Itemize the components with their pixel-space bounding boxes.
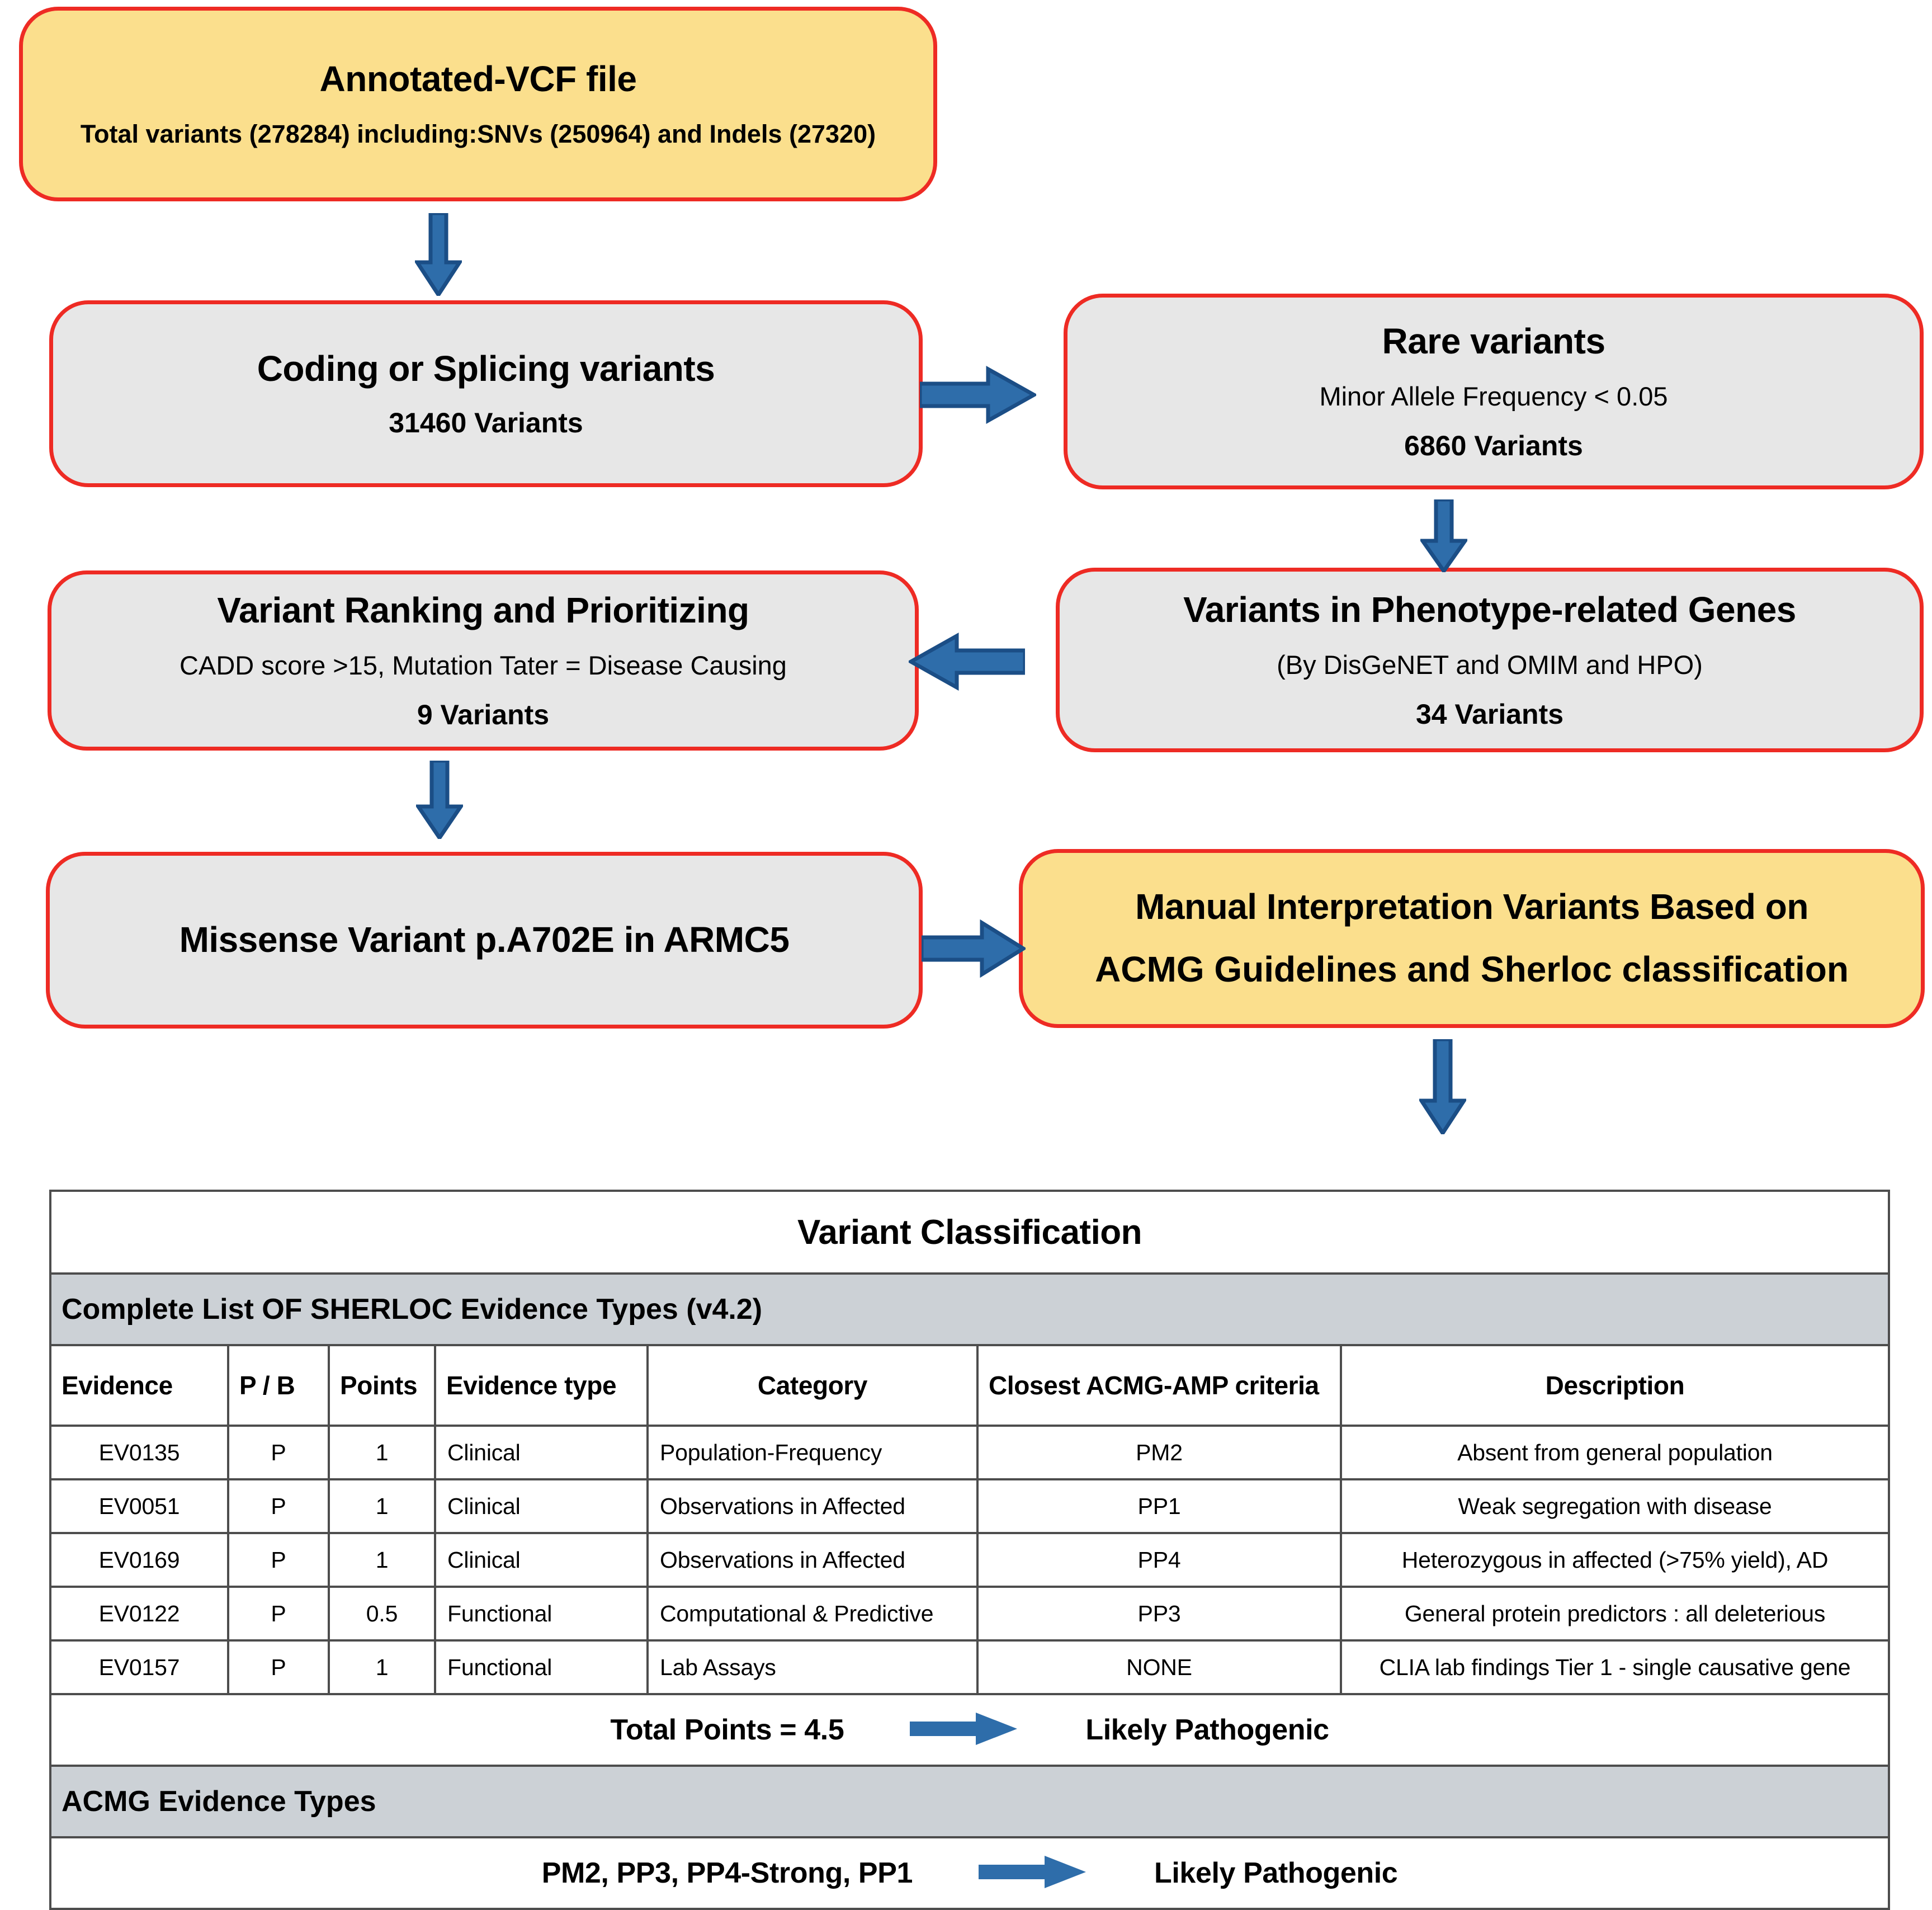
cell-pb: P bbox=[227, 1425, 330, 1480]
arrow-down-icon bbox=[1420, 499, 1467, 572]
column-header-points: Points bbox=[328, 1344, 436, 1427]
cell-description: General protein predictors : all deleter… bbox=[1339, 1586, 1891, 1642]
arrow-down-icon bbox=[416, 761, 463, 839]
sherloc-band-row: Complete List OF SHERLOC Evidence Types … bbox=[49, 1272, 1891, 1346]
node-manual-interpretation: Manual Interpretation Variants Based on … bbox=[1019, 849, 1925, 1028]
cell-points: 1 bbox=[328, 1425, 436, 1480]
cell-evidence-type: Clinical bbox=[434, 1425, 649, 1480]
cell-evidence-type: Clinical bbox=[434, 1532, 649, 1588]
table-header-row: Evidence P / B Points Evidence type Cate… bbox=[49, 1344, 1891, 1427]
cell-points: 1 bbox=[328, 1478, 436, 1534]
node-rare-variants: Rare variants Minor Allele Frequency < 0… bbox=[1064, 294, 1924, 489]
node-variant-ranking: Variant Ranking and Prioritizing CADD sc… bbox=[48, 570, 919, 751]
column-header-evidence: Evidence bbox=[49, 1344, 229, 1427]
node-subtitle: Minor Allele Frequency < 0.05 bbox=[1319, 381, 1668, 412]
column-header-category: Category bbox=[646, 1344, 979, 1427]
total-points-label: Total Points = 4.5 bbox=[610, 1714, 844, 1746]
cell-category: Observations in Affected bbox=[646, 1532, 979, 1588]
cell-evidence: EV0051 bbox=[49, 1478, 229, 1534]
node-subtitle: (By DisGeNET and OMIM and HPO) bbox=[1277, 650, 1703, 680]
node-title: Coding or Splicing variants bbox=[257, 348, 715, 389]
cell-pb: P bbox=[227, 1639, 330, 1695]
node-title: Missense Variant p.A702E in ARMC5 bbox=[179, 919, 790, 960]
cell-pb: P bbox=[227, 1586, 330, 1642]
cell-evidence-type: Functional bbox=[434, 1586, 649, 1642]
column-header-evidence-type: Evidence type bbox=[434, 1344, 649, 1427]
cell-acmg: PM2 bbox=[976, 1425, 1342, 1480]
node-annotated-vcf: Annotated-VCF file Total variants (27828… bbox=[19, 7, 937, 201]
cell-acmg: PP4 bbox=[976, 1532, 1342, 1588]
column-header-acmg-criteria: Closest ACMG-AMP criteria bbox=[976, 1344, 1342, 1427]
cell-description: Weak segregation with disease bbox=[1339, 1478, 1891, 1534]
table-row: EV0135 P 1 Clinical Population-Frequency… bbox=[49, 1425, 1891, 1480]
node-variant-count: 31460 Variants bbox=[389, 407, 583, 439]
column-header-pb: P / B bbox=[227, 1344, 330, 1427]
node-title-line2: ACMG Guidelines and Sherloc classificati… bbox=[1095, 949, 1849, 989]
node-title: Variant Ranking and Prioritizing bbox=[217, 589, 749, 630]
cell-category: Lab Assays bbox=[646, 1639, 979, 1695]
node-variant-count: 9 Variants bbox=[417, 699, 550, 731]
cell-evidence-type: Functional bbox=[434, 1639, 649, 1695]
sherloc-band-label: Complete List OF SHERLOC Evidence Types … bbox=[49, 1272, 1891, 1346]
variant-classification-table: Variant Classification Complete List OF … bbox=[49, 1190, 1891, 1910]
acmg-summary-row: PM2, PP3, PP4-Strong, PP1 Likely Pathoge… bbox=[49, 1836, 1891, 1910]
table-row: EV0169 P 1 Clinical Observations in Affe… bbox=[49, 1532, 1891, 1588]
node-missense-variant: Missense Variant p.A702E in ARMC5 bbox=[46, 852, 923, 1029]
arrow-left-icon bbox=[909, 633, 1025, 691]
table-row: EV0122 P 0.5 Functional Computational & … bbox=[49, 1586, 1891, 1642]
node-coding-splicing-variants: Coding or Splicing variants 31460 Varian… bbox=[49, 300, 923, 487]
table-title-row: Variant Classification bbox=[49, 1190, 1891, 1275]
acmg-summary-cell: PM2, PP3, PP4-Strong, PP1 Likely Pathoge… bbox=[49, 1836, 1891, 1910]
node-subtitle: Total variants (278284) including:SNVs (… bbox=[80, 119, 876, 148]
arrow-down-icon bbox=[1419, 1039, 1466, 1134]
cell-pb: P bbox=[227, 1478, 330, 1534]
arrow-down-icon bbox=[415, 213, 462, 296]
node-title: Manual Interpretation Variants Based on bbox=[1135, 886, 1808, 927]
arrow-right-icon bbox=[922, 919, 1026, 978]
table-row: EV0051 P 1 Clinical Observations in Affe… bbox=[49, 1478, 1891, 1534]
cell-category: Computational & Predictive bbox=[646, 1586, 979, 1642]
cell-evidence: EV0135 bbox=[49, 1425, 229, 1480]
node-variant-count: 34 Variants bbox=[1415, 699, 1564, 730]
cell-points: 1 bbox=[328, 1639, 436, 1695]
arrow-right-icon bbox=[910, 1711, 1019, 1749]
cell-description: CLIA lab findings Tier 1 - single causat… bbox=[1339, 1639, 1891, 1695]
node-title: Variants in Phenotype-related Genes bbox=[1183, 589, 1796, 630]
arrow-right-icon bbox=[920, 366, 1036, 424]
cell-description: Heterozygous in affected (>75% yield), A… bbox=[1339, 1532, 1891, 1588]
cell-points: 1 bbox=[328, 1532, 436, 1588]
table-title: Variant Classification bbox=[49, 1190, 1891, 1275]
cell-points: 0.5 bbox=[328, 1586, 436, 1642]
node-subtitle: CADD score >15, Mutation Tater = Disease… bbox=[179, 650, 787, 681]
acmg-classification-result: Likely Pathogenic bbox=[1154, 1857, 1398, 1889]
cell-category: Observations in Affected bbox=[646, 1478, 979, 1534]
cell-evidence: EV0157 bbox=[49, 1639, 229, 1695]
sherloc-summary-row: Total Points = 4.5 Likely Pathogenic bbox=[49, 1693, 1891, 1767]
cell-pb: P bbox=[227, 1532, 330, 1588]
arrow-right-icon bbox=[979, 1855, 1088, 1892]
cell-category: Population-Frequency bbox=[646, 1425, 979, 1480]
cell-acmg: NONE bbox=[976, 1639, 1342, 1695]
cell-evidence-type: Clinical bbox=[434, 1478, 649, 1534]
cell-description: Absent from general population bbox=[1339, 1425, 1891, 1480]
column-header-description: Description bbox=[1339, 1344, 1891, 1427]
acmg-band-label: ACMG Evidence Types bbox=[49, 1765, 1891, 1838]
cell-acmg: PP1 bbox=[976, 1478, 1342, 1534]
node-title: Rare variants bbox=[1382, 320, 1605, 361]
acmg-band-row: ACMG Evidence Types bbox=[49, 1765, 1891, 1838]
acmg-criteria-label: PM2, PP3, PP4-Strong, PP1 bbox=[541, 1857, 913, 1889]
node-phenotype-related-genes: Variants in Phenotype-related Genes (By … bbox=[1056, 568, 1924, 752]
sherloc-summary-cell: Total Points = 4.5 Likely Pathogenic bbox=[49, 1693, 1891, 1767]
sherloc-classification-result: Likely Pathogenic bbox=[1085, 1714, 1329, 1746]
cell-evidence: EV0169 bbox=[49, 1532, 229, 1588]
node-variant-count: 6860 Variants bbox=[1404, 430, 1583, 462]
cell-acmg: PP3 bbox=[976, 1586, 1342, 1642]
cell-evidence: EV0122 bbox=[49, 1586, 229, 1642]
table-row: EV0157 P 1 Functional Lab Assays NONE CL… bbox=[49, 1639, 1891, 1695]
node-title: Annotated-VCF file bbox=[319, 59, 637, 100]
